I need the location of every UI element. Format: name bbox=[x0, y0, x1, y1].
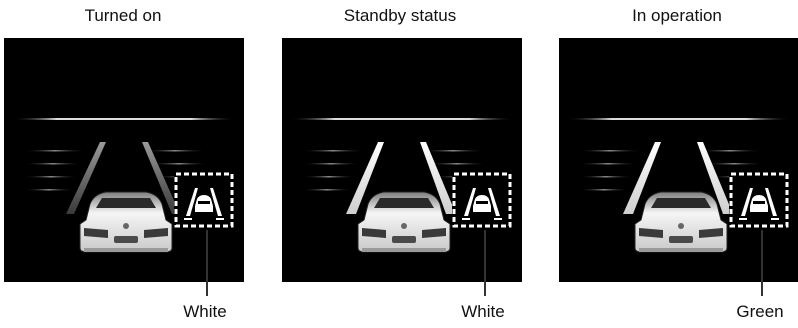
display-turned-on bbox=[4, 38, 244, 282]
indicator-color-label: Green bbox=[720, 302, 798, 322]
system-indicator-icon bbox=[174, 172, 234, 228]
panel-title-standby: Standby status bbox=[280, 6, 520, 26]
system-indicator-icon bbox=[452, 172, 512, 228]
callout-line bbox=[206, 230, 208, 296]
display-standby bbox=[282, 38, 522, 282]
callout-line bbox=[761, 230, 763, 296]
panel-title-in-operation: In operation bbox=[557, 6, 797, 26]
callout-line bbox=[484, 230, 486, 296]
indicator-color-label: White bbox=[443, 302, 523, 322]
indicator-color-label: White bbox=[165, 302, 245, 322]
system-indicator-icon bbox=[729, 172, 789, 228]
panel-title-turned-on: Turned on bbox=[3, 6, 243, 26]
